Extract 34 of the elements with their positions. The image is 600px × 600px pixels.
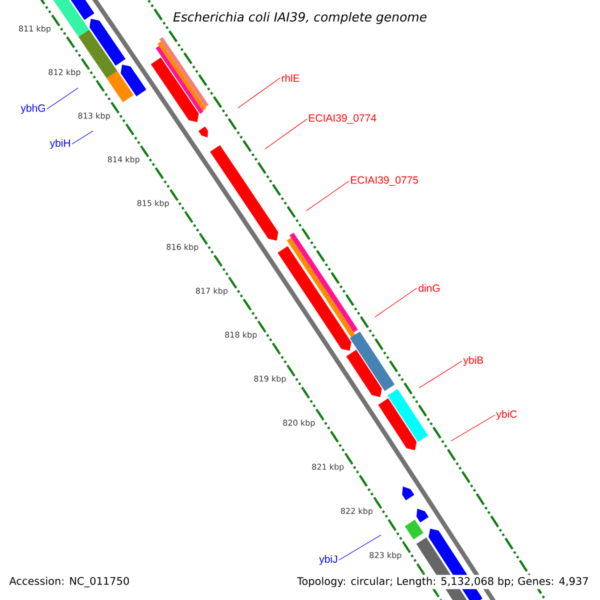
leader-line (450, 414, 496, 442)
leader-line (46, 88, 78, 110)
gene-label: ECIAI39_0775 (351, 176, 418, 186)
leader-line (338, 534, 382, 560)
title: Escherichia coli IAI39, complete genome (173, 12, 426, 24)
tick-label: 811 kbp (18, 25, 51, 34)
gene-label: ybiJ (319, 555, 338, 565)
gene-label: rhlE (282, 74, 300, 82)
leader-line (238, 78, 280, 108)
tick-label: 822 kbp (340, 508, 373, 516)
leader-line (72, 130, 94, 144)
accession-text: Accession: NC_011750 (9, 576, 129, 588)
tick-label: 812 kbp (48, 68, 80, 77)
gene-label: ybiH (50, 139, 70, 149)
leader-line (418, 360, 462, 388)
leader-line (306, 180, 350, 212)
gene-label: ECIAI39_0774 (309, 114, 376, 124)
leader-line (264, 118, 308, 150)
gene-label: ybiC (496, 410, 517, 420)
tick-label: 814 kbp (108, 156, 140, 164)
tick-label: 820 kbp (283, 420, 315, 428)
tick-label: 817 kbp (196, 288, 228, 296)
tick-label: 813 kbp (78, 112, 110, 120)
tick-label: 821 kbp (312, 464, 344, 472)
gene-label: ybhG (20, 104, 45, 114)
tick-label: 815 kbp (137, 200, 169, 208)
leader-line (374, 288, 418, 318)
gene-label: dinG (418, 284, 440, 292)
tick-label: 818 kbp (225, 332, 257, 340)
tick-label: 816 kbp (166, 244, 198, 252)
summary-text: Topology: circular; Length: 5,132,068 bp; Genes: 4,937 (295, 574, 591, 590)
gene-label: ybiB (463, 356, 484, 366)
tick-label: 823 kbp (370, 552, 402, 560)
tick-label: 819 kbp (254, 375, 286, 384)
